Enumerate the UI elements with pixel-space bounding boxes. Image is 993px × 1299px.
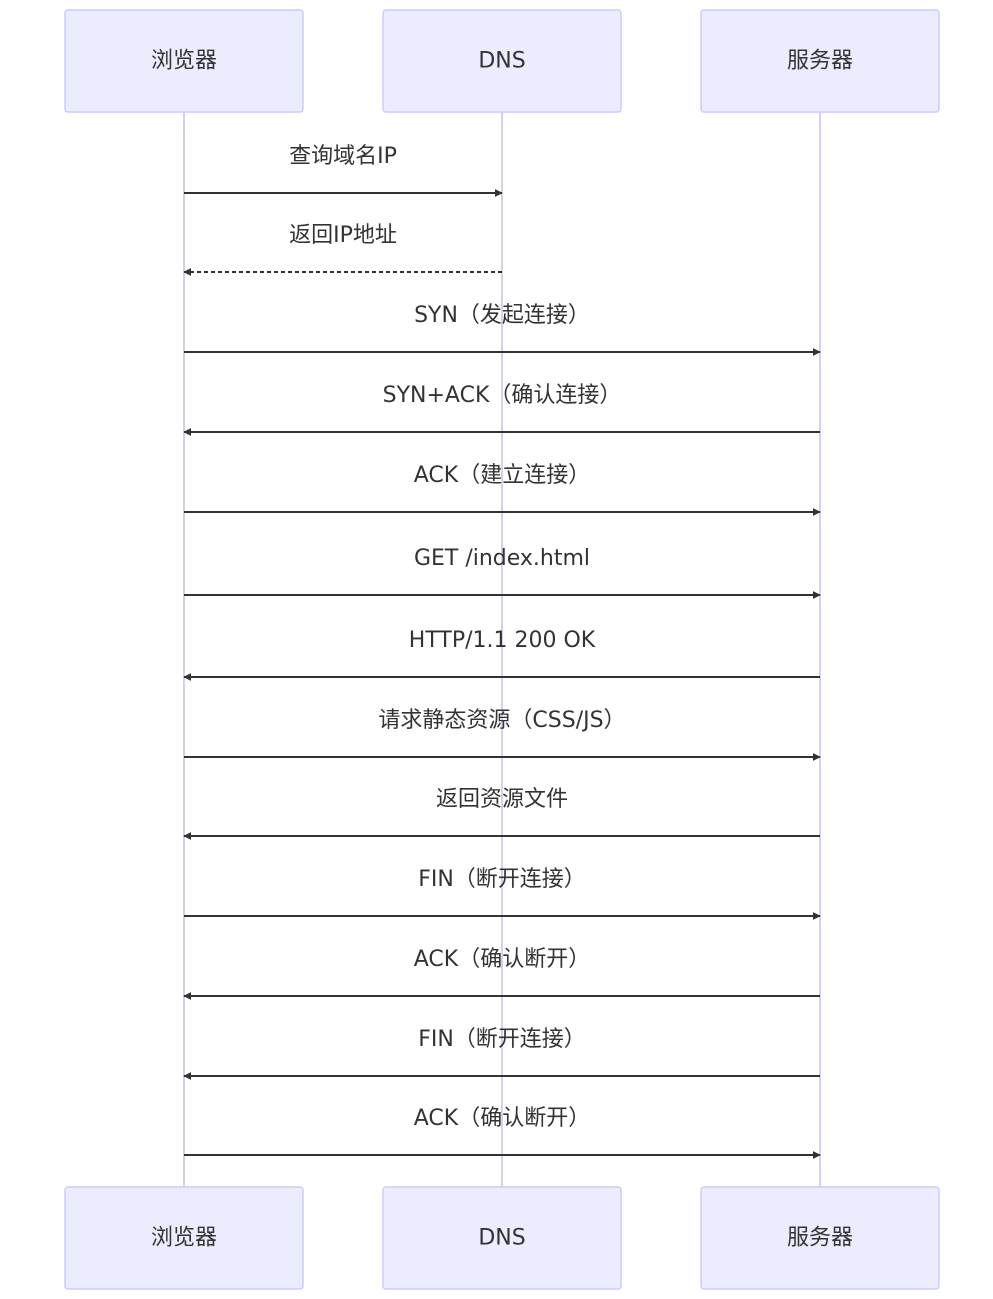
messages-group: 查询域名IP 返回IP地址 SYN（发起连接） SYN+ACK（确认连接） ACK（建立… (183, 144, 821, 1159)
participant-dns-bottom: DNS (382, 1186, 622, 1290)
message-12: FIN（断开连接） (183, 1027, 820, 1080)
message-4: SYN+ACK（确认连接） (183, 383, 820, 436)
message-7: HTTP/1.1 200 OK (183, 628, 820, 681)
message-5: ACK（建立连接） (184, 463, 821, 516)
participant-server-bottom: 服务器 (700, 1186, 940, 1290)
participant-browser-bottom: 浏览器 (64, 1186, 304, 1290)
message-8: 请求静态资源（CSS/JS） (184, 708, 821, 761)
participant-browser-top: 浏览器 (64, 9, 304, 113)
participant-box (64, 1186, 304, 1290)
participant-box (382, 9, 622, 113)
participant-label: 服务器 (787, 1226, 853, 1251)
message-9: 返回资源文件 (183, 787, 820, 840)
message-label: 返回IP地址 (289, 223, 397, 248)
participant-label: 浏览器 (151, 49, 217, 74)
message-label: GET /index.html (414, 546, 590, 571)
message-1: 查询域名IP (184, 144, 503, 197)
participant-box (700, 9, 940, 113)
participant-label: 服务器 (787, 49, 853, 74)
participant-box (700, 1186, 940, 1290)
message-label: ACK（确认断开） (414, 1106, 590, 1131)
message-label: FIN（断开连接） (418, 1027, 586, 1052)
message-10: FIN（断开连接） (184, 867, 821, 920)
lifelines-group (183, 112, 821, 1187)
message-6: GET /index.html (184, 546, 821, 599)
participant-box (64, 9, 304, 113)
participant-box (382, 1186, 622, 1290)
message-label: 返回资源文件 (436, 787, 568, 812)
message-13: ACK（确认断开） (184, 1106, 821, 1159)
participant-label: DNS (478, 49, 525, 74)
participant-label: 浏览器 (151, 1226, 217, 1251)
participant-server-top: 服务器 (700, 9, 940, 113)
message-2: 返回IP地址 (183, 223, 502, 276)
participant-label: DNS (478, 1226, 525, 1251)
message-label: 查询域名IP (289, 144, 397, 169)
message-label: SYN（发起连接） (414, 303, 590, 328)
message-11: ACK（确认断开） (183, 947, 820, 1000)
message-label: HTTP/1.1 200 OK (409, 628, 596, 653)
message-label: 请求静态资源（CSS/JS） (378, 708, 625, 733)
participant-dns-top: DNS (382, 9, 622, 113)
message-label: SYN+ACK（确认连接） (383, 383, 622, 408)
message-label: FIN（断开连接） (418, 867, 586, 892)
message-label: ACK（确认断开） (414, 947, 590, 972)
message-label: ACK（建立连接） (414, 463, 590, 488)
message-3: SYN（发起连接） (184, 303, 821, 356)
